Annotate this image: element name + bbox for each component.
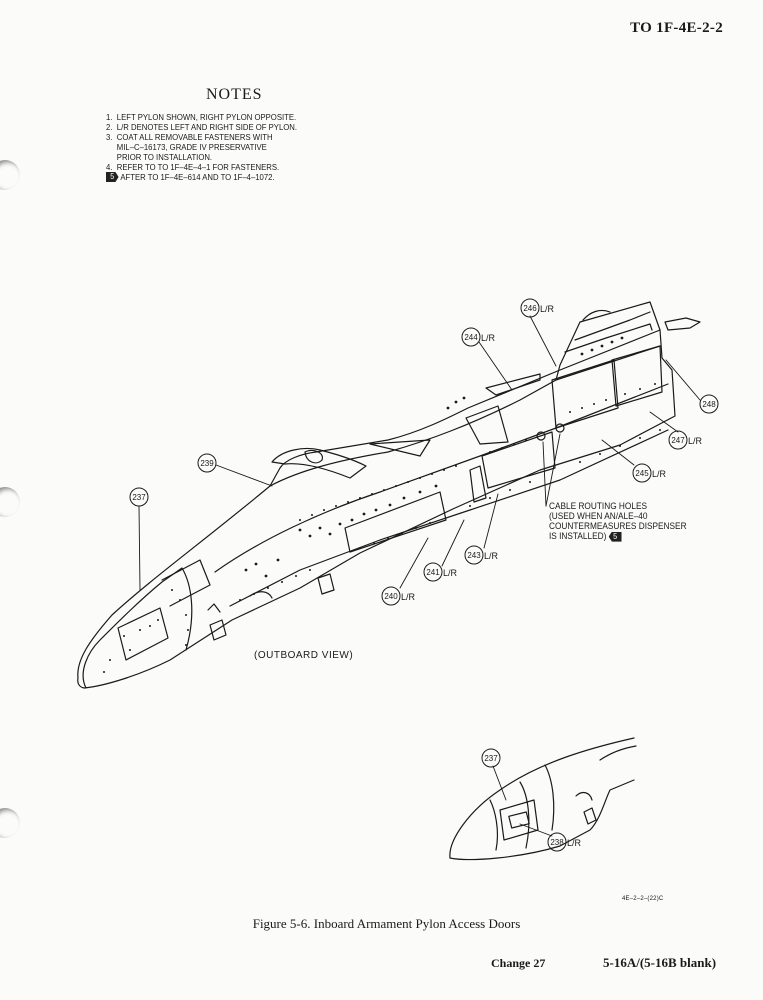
cable-routing-note: CABLE ROUTING HOLES (USED WHEN AN/ALE–40… xyxy=(549,501,687,542)
note-item: 2.L/R DENOTES LEFT AND RIGHT SIDE OF PYL… xyxy=(106,122,298,132)
change-number: Change 27 xyxy=(491,956,546,970)
lr-label: L/R xyxy=(443,568,458,578)
rivet-row-lower xyxy=(239,429,661,601)
callout-244: 244 xyxy=(464,333,478,342)
callout-lr-labels: L/R L/R L/R L/R L/R L/R L/R L/R xyxy=(401,304,703,848)
callout-246: 246 xyxy=(523,304,537,313)
rivet-pattern xyxy=(103,336,661,673)
note-item: 1.LEFT PYLON SHOWN, RIGHT PYLON OPPOSITE… xyxy=(106,112,297,122)
callout-243: 243 xyxy=(467,551,481,560)
binder-hole-top xyxy=(0,160,20,190)
callout-numbers: 237 239 240 241 243 244 246 245 247 248 … xyxy=(132,304,716,847)
lr-label: L/R xyxy=(652,469,667,479)
callout-239: 239 xyxy=(200,459,214,468)
callout-237-detail: 237 xyxy=(484,754,498,763)
lr-label: L/R xyxy=(567,838,582,848)
pylon-body xyxy=(77,301,701,689)
callout-245: 245 xyxy=(635,469,649,478)
cable-note-badge: 5 xyxy=(608,531,622,542)
notes-title: NOTES xyxy=(206,86,263,103)
lr-label: L/R xyxy=(484,551,499,561)
binder-hole-bottom xyxy=(0,808,20,838)
rivet-cluster-nose xyxy=(103,589,189,673)
leader-lines xyxy=(138,315,701,591)
lr-label: L/R xyxy=(401,592,416,602)
notes-list: 1.LEFT PYLON SHOWN, RIGHT PYLON OPPOSITE… xyxy=(106,112,358,182)
lr-label: L/R xyxy=(688,436,703,446)
nose-detail-inset xyxy=(449,737,637,861)
rivet-row-upper xyxy=(299,383,656,521)
illustration-code: 4E–2–2–(22)C xyxy=(622,896,664,902)
lr-label: L/R xyxy=(540,304,555,314)
callout-238: 238 xyxy=(550,838,564,847)
note-flag-badge: 5 xyxy=(106,172,119,182)
figure-caption: Figure 5-6. Inboard Armament Pylon Acces… xyxy=(252,916,521,931)
view-caption: (OUTBOARD VIEW) xyxy=(254,650,354,661)
lr-label: L/R xyxy=(481,333,496,343)
document-number: TO 1F-4E-2-2 xyxy=(630,20,723,36)
note-item: 4.REFER TO TO 1F–4E–4–1 FOR FASTENERS. xyxy=(106,162,280,172)
rivet-cluster-mid xyxy=(244,336,624,578)
callout-241: 241 xyxy=(426,568,440,577)
page-number: 5-16A/(5-16B blank) xyxy=(603,955,717,970)
callout-240: 240 xyxy=(384,592,398,601)
binder-hole-middle xyxy=(0,487,20,517)
note-item: 3.COAT ALL REMOVABLE FASTENERS WITH MIL–… xyxy=(106,132,273,162)
callout-248: 248 xyxy=(702,400,716,409)
callout-247: 247 xyxy=(671,436,685,445)
callout-237: 237 xyxy=(132,493,146,502)
callout-circles xyxy=(129,298,719,852)
